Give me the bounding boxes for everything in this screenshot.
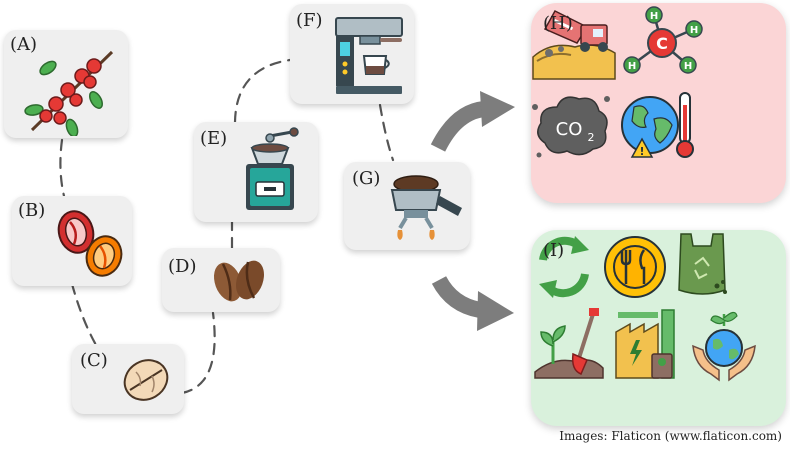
connector-e-f xyxy=(233,58,292,124)
svg-text:H: H xyxy=(650,11,658,22)
global-warming-icon: ! xyxy=(621,92,695,158)
roasted-coffee-beans-icon xyxy=(213,260,265,302)
bioenergy-factory-icon xyxy=(615,309,675,379)
stage-c-label: (C) xyxy=(80,350,108,371)
food-plate-icon xyxy=(604,236,667,298)
svg-text:CO: CO xyxy=(556,119,583,140)
stage-b-box: (B) xyxy=(12,196,132,286)
impact-panel-label: (H) xyxy=(543,13,573,34)
svg-text:H: H xyxy=(690,25,698,36)
solution-panel-label: (I) xyxy=(543,240,565,261)
svg-text:!: ! xyxy=(640,145,645,158)
coffee-grinder-icon xyxy=(246,127,299,210)
svg-text:H: H xyxy=(684,61,692,72)
recycle-arrows-icon xyxy=(539,236,589,298)
portafilter-spent-grounds-icon xyxy=(390,175,462,240)
stage-e-box: (E) xyxy=(194,122,318,222)
espresso-machine-icon xyxy=(335,17,403,94)
image-credit: Images: Flaticon (www.flaticon.com) xyxy=(559,429,782,443)
stage-a-box: (A) xyxy=(4,30,128,138)
solution-panel: (I) xyxy=(531,230,786,426)
planting-soil-icon xyxy=(534,308,604,379)
compostable-bag-icon xyxy=(678,233,728,295)
stage-d-label: (D) xyxy=(168,256,197,277)
arrow-to-impacts xyxy=(430,91,515,152)
stage-a-label: (A) xyxy=(10,34,38,55)
methane-molecule-icon: C H H H H xyxy=(623,6,703,74)
stage-f-label: (F) xyxy=(296,10,323,31)
stage-b-label: (B) xyxy=(18,200,46,221)
stage-g-box: (G) xyxy=(344,162,470,250)
landfill-dump-truck-icon xyxy=(532,10,616,80)
connector-c-d xyxy=(180,311,216,395)
co2-cloud-icon: CO 2 xyxy=(532,96,610,158)
connector-a-b xyxy=(59,138,66,198)
coffee-cherry-branch-icon xyxy=(24,50,114,136)
connector-b-c xyxy=(70,282,98,347)
impact-panel: (H) C H H H H CO 2 xyxy=(531,3,786,203)
earth-in-hands-icon xyxy=(692,311,757,382)
green-coffee-bean-icon xyxy=(123,359,169,401)
coffee-cherry-halves-icon xyxy=(57,210,123,277)
arrow-to-solutions xyxy=(431,275,514,331)
svg-text:C: C xyxy=(656,34,668,53)
stage-c-box: (C) xyxy=(72,344,184,414)
svg-text:H: H xyxy=(628,61,636,72)
stage-d-box: (D) xyxy=(162,248,280,312)
svg-text:2: 2 xyxy=(588,131,595,144)
stage-g-label: (G) xyxy=(352,168,381,189)
stage-f-box: (F) xyxy=(290,4,414,104)
stage-e-label: (E) xyxy=(200,128,228,149)
connector-f-g xyxy=(378,103,395,162)
